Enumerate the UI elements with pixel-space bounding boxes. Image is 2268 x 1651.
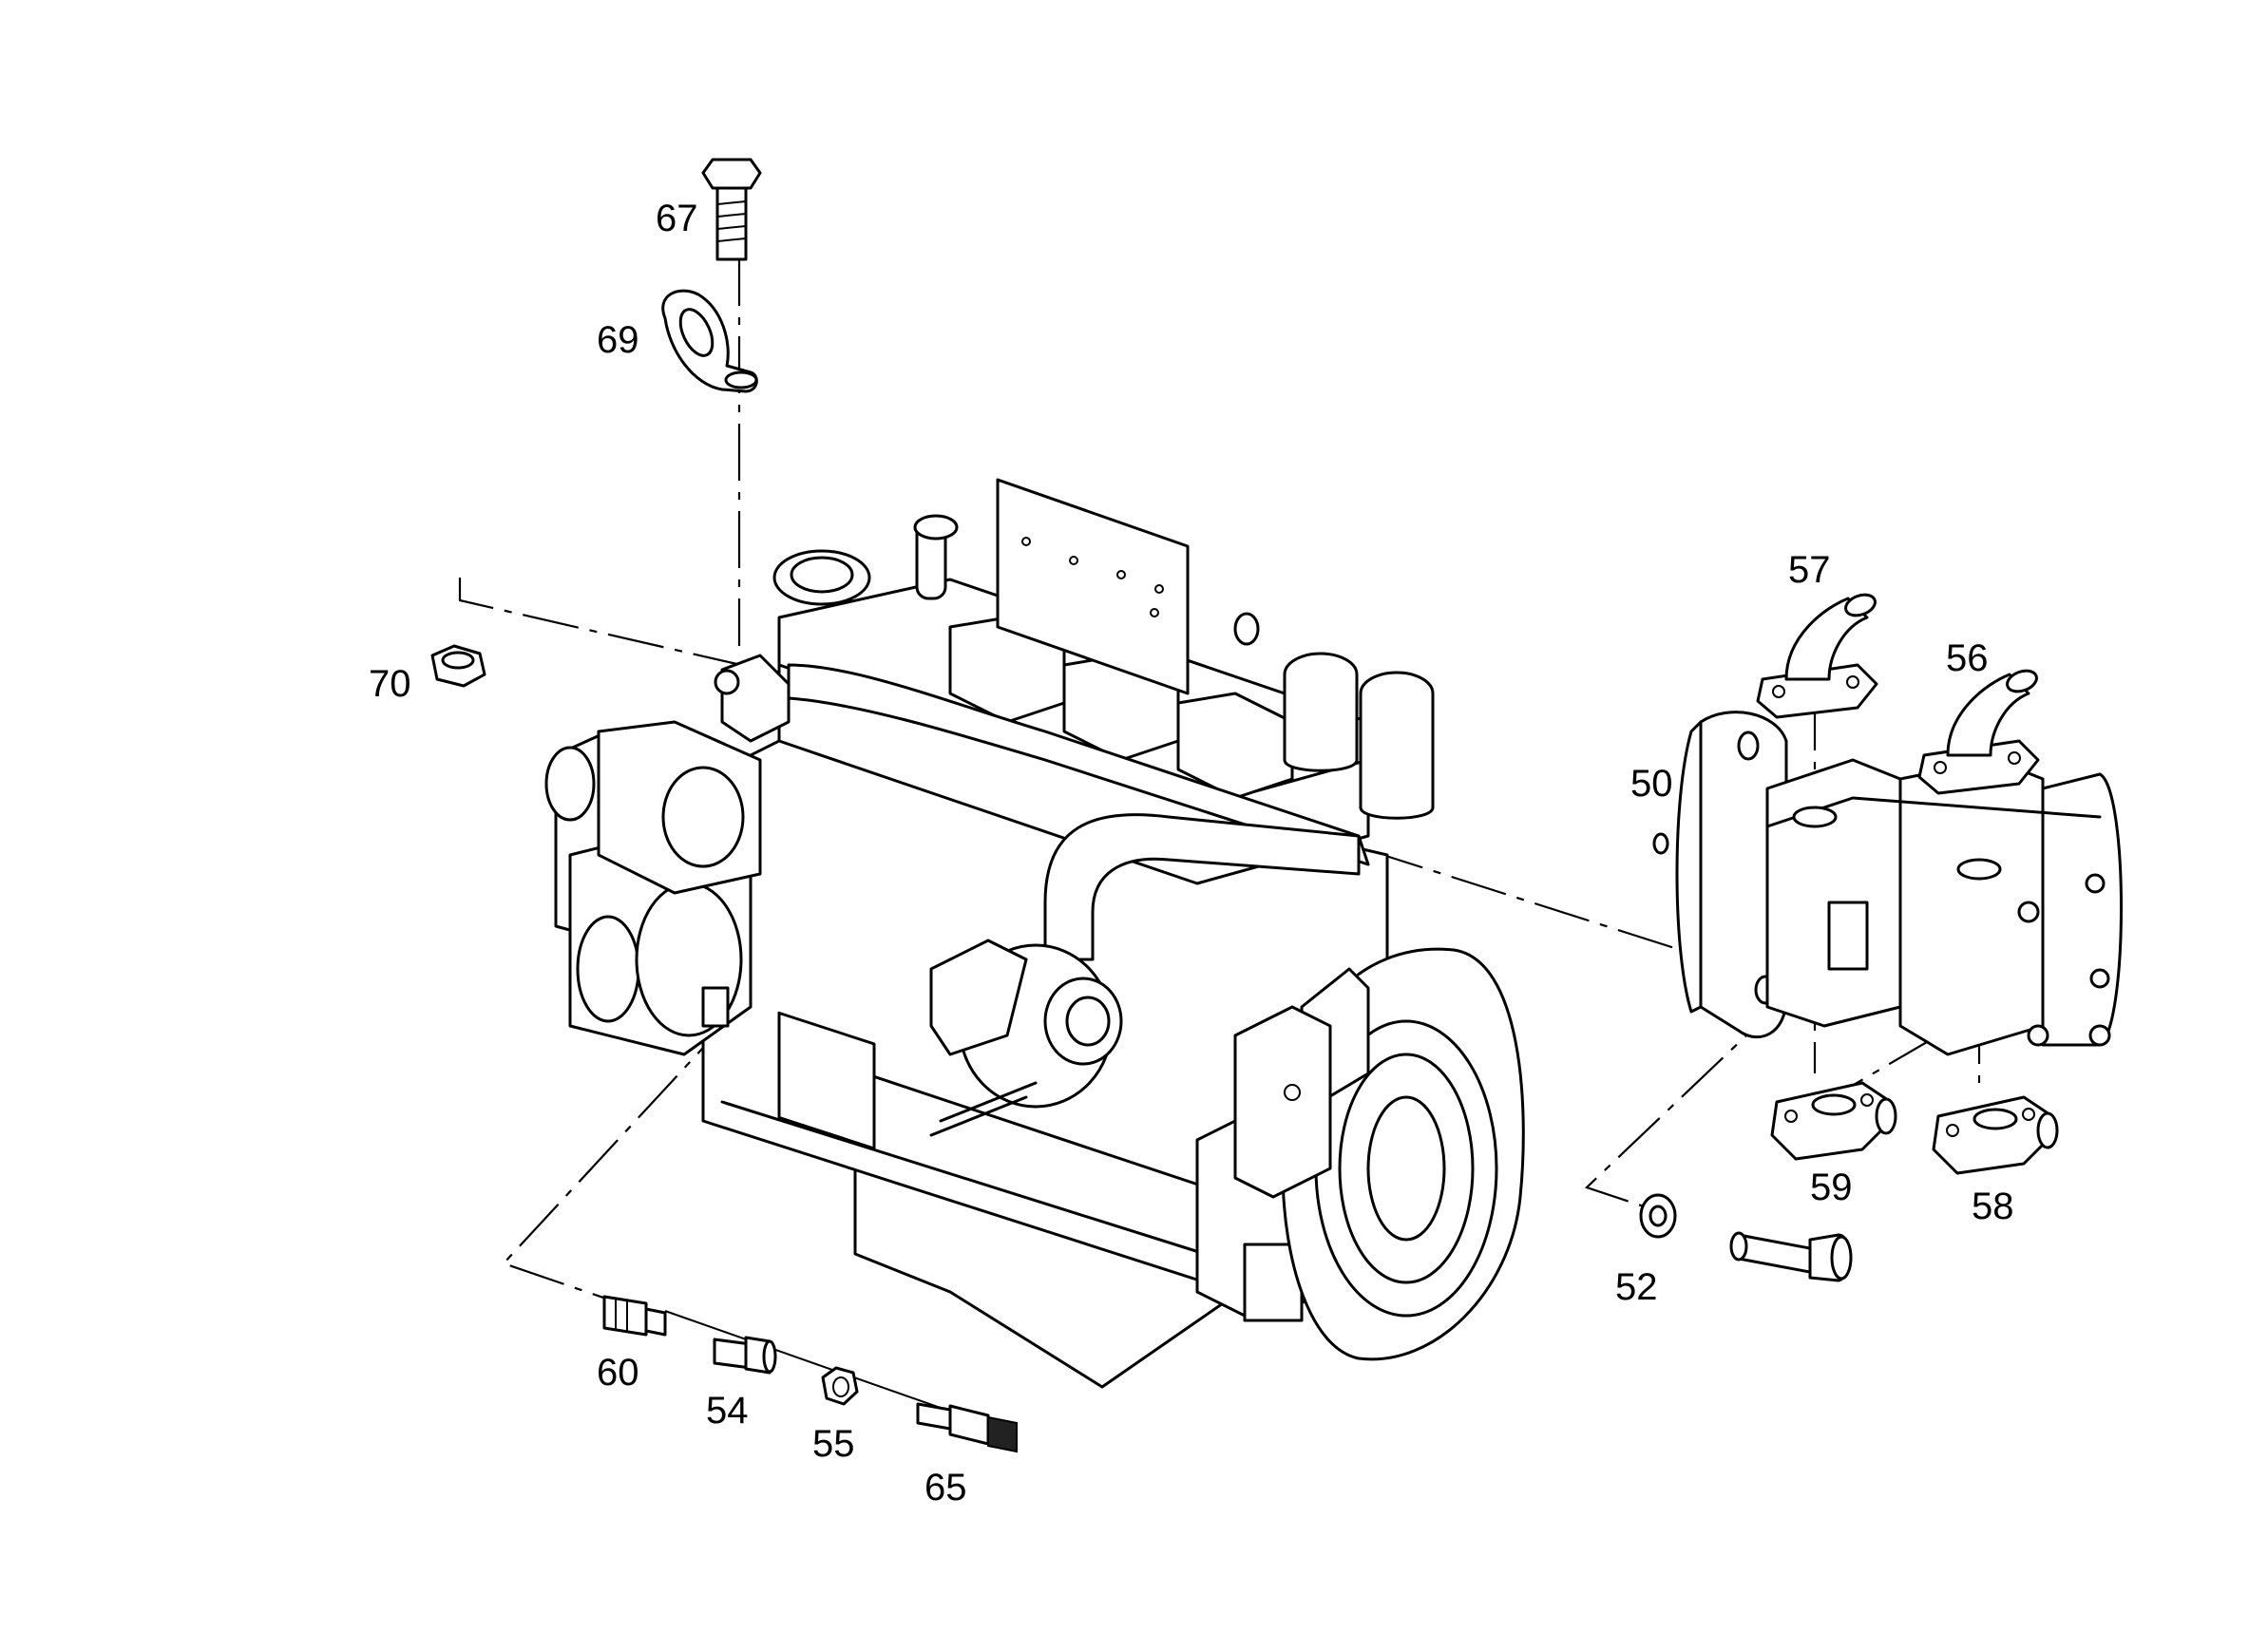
- callout-67: 67: [656, 198, 698, 239]
- callout-69: 69: [597, 319, 639, 361]
- callout-50: 50: [1630, 763, 1673, 805]
- nut-70: [430, 644, 486, 688]
- callout-59: 59: [1810, 1167, 1853, 1208]
- bolt-67: [701, 158, 762, 261]
- callout-58: 58: [1972, 1186, 2014, 1227]
- callout-56: 56: [1946, 637, 1989, 679]
- callout-70: 70: [369, 663, 411, 705]
- callout-52: 52: [1615, 1266, 1658, 1308]
- clamp-69: [661, 289, 758, 393]
- screw-52: [1729, 1231, 1853, 1282]
- callout-55: 55: [812, 1423, 855, 1465]
- flange-fitting-58: [1932, 1095, 2059, 1175]
- nut-55: [821, 1366, 859, 1406]
- flange-fitting-59: [1770, 1081, 1897, 1161]
- engine-assembly: [544, 478, 1525, 1389]
- fitting-54: [713, 1336, 777, 1375]
- washer-52: [1639, 1193, 1677, 1239]
- callout-54: 54: [706, 1390, 749, 1432]
- callout-57: 57: [1788, 549, 1831, 591]
- temperature-sensor-65: [916, 1402, 1018, 1453]
- callout-65: 65: [924, 1467, 967, 1509]
- callout-60: 60: [597, 1352, 639, 1394]
- elbow-fitting-57: [1756, 593, 1878, 719]
- hydraulic-pump-50: [1652, 711, 2123, 1056]
- elbow-fitting-56: [1917, 669, 2040, 795]
- fitting-60: [602, 1295, 667, 1337]
